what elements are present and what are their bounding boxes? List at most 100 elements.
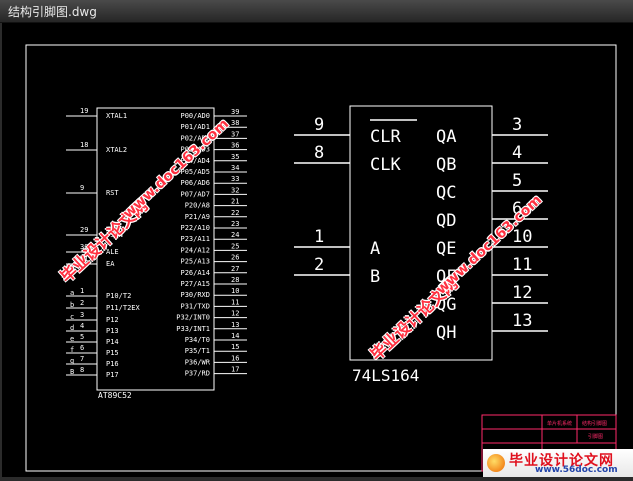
mcu-pin-number: 3 xyxy=(80,311,84,319)
mcu-pin-number: 31 xyxy=(80,255,88,263)
shift-register-pin-name: QC xyxy=(436,183,456,203)
segment-label: b xyxy=(70,301,74,309)
mcu-pin-name: P23/A11 xyxy=(180,235,210,243)
mcu-pin-number: 24 xyxy=(231,231,239,239)
mcu-pin-number: 36 xyxy=(231,142,239,150)
shift-register-pin-name: QH xyxy=(436,323,456,343)
mcu-pin-number: 27 xyxy=(231,265,239,273)
mcu-pin-name: P24/A12 xyxy=(180,246,210,254)
shift-register-pin-name: B xyxy=(370,267,380,287)
shift-register-pin-number: 13 xyxy=(512,311,532,331)
mcu-pin-name: P37/RD xyxy=(185,370,210,378)
mcu-pin-name: P06/AD6 xyxy=(180,179,210,187)
mcu-pin-number: 2 xyxy=(80,299,84,307)
segment-label: g xyxy=(70,357,74,365)
mcu-pin-number: 28 xyxy=(231,276,239,284)
mcu-pin-number: 10 xyxy=(231,287,239,295)
mcu-pin-name: P21/A9 xyxy=(185,213,210,221)
mcu-pin-name: XTAL2 xyxy=(106,146,127,154)
shift-register-pin-name: CLR xyxy=(370,127,401,147)
mcu-pin-number: 26 xyxy=(231,254,239,262)
shift-register-pin-number: 5 xyxy=(512,171,522,191)
mcu-right-pins: 39P00/AD038P01/AD137P02/AD236P03/AD335P0… xyxy=(176,108,247,378)
shift-register-pin-number: 6 xyxy=(512,199,522,219)
mcu-part-label: AT89C52 xyxy=(98,391,132,400)
mcu-pin-number: 18 xyxy=(80,141,88,149)
mcu-pin-name: P15 xyxy=(106,349,119,357)
window-titlebar: 结构引脚图.dwg xyxy=(0,0,633,23)
mcu-pin-name: P04/AD4 xyxy=(180,157,210,165)
shift-register-pin-name: QE xyxy=(436,239,456,259)
mcu-pin-name: P34/T0 xyxy=(185,336,210,344)
mcu-pin-name: P00/AD0 xyxy=(180,112,210,120)
mcu-pin-name: P31/TXD xyxy=(180,302,210,310)
shift-register-pin-name: QD xyxy=(436,211,456,231)
segment-label: B xyxy=(70,368,74,376)
mcu-pin-name: P27/A15 xyxy=(180,280,210,288)
mcu-pin-name: P36/WR xyxy=(185,358,211,366)
mcu-pin-name: P12 xyxy=(106,316,119,324)
mcu-pin-number: 9 xyxy=(80,184,84,192)
mcu-pin-name: P35/T1 xyxy=(185,347,210,355)
mcu-pin-name: EA xyxy=(106,260,115,268)
segment-label: a xyxy=(70,289,74,297)
mcu-pin-name: P11/T2EX xyxy=(106,304,141,312)
mcu-pin-name: P25/A13 xyxy=(180,258,210,266)
mcu-pin-name: P20/A8 xyxy=(185,202,210,210)
mcu-pin-number: 39 xyxy=(231,108,239,116)
shift-register-pin-number: 12 xyxy=(512,283,532,303)
mcu-pin-number: 17 xyxy=(231,366,239,374)
shift-register-pin-number: 1 xyxy=(314,227,324,247)
mcu-pin-name: P07/AD7 xyxy=(180,190,210,198)
mcu-left-pins: 19XTAL118XTAL29RST29PSEN30ALE31EA1P10/T2… xyxy=(66,107,141,379)
shift-register-pin-name: CLK xyxy=(370,155,401,175)
mcu-pin-name: P33/INT1 xyxy=(176,325,210,333)
mcu-pin-number: 23 xyxy=(231,220,239,228)
drawing-border xyxy=(25,44,617,472)
mcu-pin-number: 37 xyxy=(231,130,239,138)
shift-register-part-label: 74LS164 xyxy=(352,366,419,385)
shift-register-pin-name: QA xyxy=(436,127,456,147)
site-brand-badge: 毕业设计论文网 www.56doc.com xyxy=(483,449,633,477)
mcu-pin-name: P22/A10 xyxy=(180,224,210,232)
title-block-cell-1: 单片机系统 xyxy=(547,420,572,427)
mcu-pin-name: P32/INT0 xyxy=(176,314,210,322)
mcu-pin-number: 12 xyxy=(231,310,239,318)
segment-label: c xyxy=(70,313,74,321)
mcu-pin-number: 16 xyxy=(231,354,239,362)
mcu-pin-number: 11 xyxy=(231,298,239,306)
mcu-pin-number: 21 xyxy=(231,198,239,206)
mcu-pin-name: XTAL1 xyxy=(106,112,127,120)
window-title: 结构引脚图.dwg xyxy=(8,5,97,19)
mcu-pin-number: 30 xyxy=(80,243,88,251)
mcu-pin-number: 15 xyxy=(231,343,239,351)
title-block-cell-3: 结构引脚图 xyxy=(582,420,607,427)
mcu-pin-number: 22 xyxy=(231,209,239,217)
mcu-pin-name: P05/AD5 xyxy=(180,168,210,176)
mcu-pin-number: 38 xyxy=(231,119,239,127)
mcu-pin-name: P10/T2 xyxy=(106,292,131,300)
mcu-body xyxy=(96,107,215,391)
shift-register-body xyxy=(349,105,493,361)
mcu-pin-number: 13 xyxy=(231,321,239,329)
mcu-pin-number: 4 xyxy=(80,322,84,330)
brand-logo-icon xyxy=(487,454,505,472)
segment-label: f xyxy=(70,346,74,354)
shift-register-pin-name: QG xyxy=(436,295,456,315)
brand-name: 毕业设计论文网 xyxy=(509,453,614,469)
mcu-pin-number: 34 xyxy=(231,164,239,172)
segment-label: e xyxy=(70,335,74,343)
mcu-pin-name: P17 xyxy=(106,371,119,379)
title-block-cell-2: 引脚图 xyxy=(588,433,603,440)
mcu-pin-name: P03/AD3 xyxy=(180,146,210,154)
brand-url: www.56doc.com xyxy=(535,465,618,475)
mcu-pin-number: 1 xyxy=(80,287,84,295)
mcu-pin-number: 6 xyxy=(80,344,84,352)
mcu-pin-name: RST xyxy=(106,189,119,197)
mcu-pin-number: 5 xyxy=(80,333,84,341)
shift-register-pin-number: 8 xyxy=(314,143,324,163)
mcu-pin-number: 33 xyxy=(231,175,239,183)
